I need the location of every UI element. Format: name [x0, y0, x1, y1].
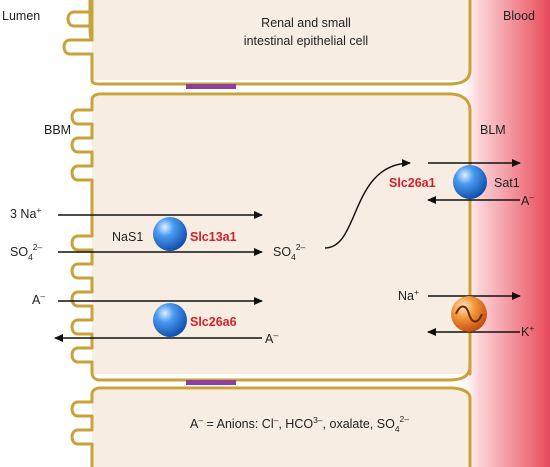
- bbm-label: BBM: [44, 123, 71, 137]
- slc26a6-label: Slc26a6: [190, 315, 237, 329]
- anion-blm-label: A–: [521, 192, 534, 208]
- sat1-transporter: [453, 165, 487, 199]
- na-k-atpase-pump: [451, 296, 487, 332]
- k-pump-label: K+: [521, 323, 534, 339]
- nas1-transporter: [153, 217, 187, 251]
- anion-legend: A– = Anions: Cl–, HCO3–, oxalate, SO42–: [190, 414, 409, 434]
- lumen-label: Lumen: [2, 9, 40, 23]
- tight-junction-top: [186, 84, 236, 89]
- slc26a1-label: Slc26a1: [389, 176, 436, 190]
- cell-title-line1: Renal and small: [261, 16, 351, 30]
- nas1-label: NaS1: [112, 230, 143, 244]
- blm-label: BLM: [480, 123, 506, 137]
- sulfate-lumen-label: SO42–: [10, 242, 43, 262]
- sulfate-cytosol-label: SO42–: [273, 242, 306, 262]
- cell-membranes: [62, 0, 472, 467]
- anion-efflux-label: A–: [265, 330, 278, 346]
- cell-title-line2: intestinal epithelial cell: [244, 34, 368, 48]
- anion-uptake-label: A–: [32, 291, 45, 307]
- cytoplasm: [92, 0, 470, 467]
- flux-arrows: [54, 159, 521, 342]
- slc26a6-transporter: [153, 303, 187, 337]
- na-influx-label: 3 Na+: [10, 205, 41, 221]
- tight-junction-bottom: [186, 380, 236, 385]
- sulfate-transit-arrow: [324, 159, 411, 249]
- blood-label: Blood: [503, 9, 535, 23]
- sat1-label: Sat1: [494, 176, 520, 190]
- slc13a1-label: Slc13a1: [190, 230, 237, 244]
- na-pump-label: Na+: [398, 287, 419, 303]
